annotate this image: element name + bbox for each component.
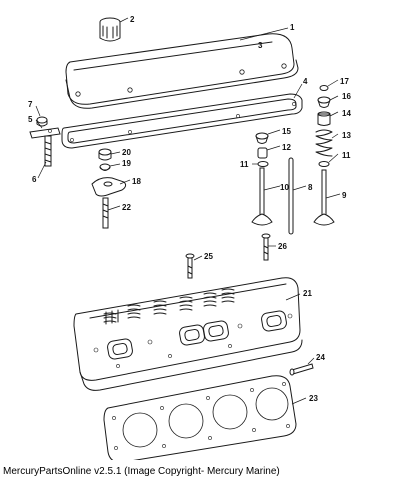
callout-11b: 11 (342, 151, 351, 160)
cap-14 (317, 111, 331, 126)
callout-9: 9 (342, 191, 347, 200)
bolt-26 (261, 233, 271, 261)
valve-10 (251, 167, 273, 226)
stud-6 (44, 135, 52, 167)
callout-22: 22 (122, 203, 131, 212)
callout-15: 15 (282, 127, 291, 136)
callout-18: 18 (132, 177, 141, 186)
copyright-caption: MercuryPartsOnline v2.5.1 (Image Copyrig… (3, 466, 280, 477)
callout-7: 7 (28, 100, 33, 109)
callout-19: 19 (122, 159, 131, 168)
callout-3: 3 (258, 41, 263, 50)
rocker-stud-22 (102, 197, 109, 229)
oil-filler-cap (99, 17, 121, 42)
callouts: 1 2 3 4 5 6 7 8 9 10 11 11 12 13 14 15 1… (28, 15, 351, 403)
bolt-25 (185, 253, 195, 279)
callout-25: 25 (204, 252, 213, 261)
shim-11b (318, 161, 330, 167)
callout-2: 2 (130, 15, 135, 24)
cylinder-head (73, 277, 303, 391)
callout-12: 12 (282, 143, 291, 152)
retainer-15 (255, 132, 269, 144)
callout-8: 8 (308, 183, 313, 192)
callout-14: 14 (342, 109, 351, 118)
callout-5: 5 (28, 115, 33, 124)
bolt-24 (289, 363, 314, 376)
pivot-ball-19 (99, 163, 111, 171)
callout-10: 10 (280, 183, 289, 192)
pushrod-8 (288, 157, 294, 235)
rocker-nut-20 (98, 148, 112, 161)
nut-7 (36, 116, 48, 127)
valve-cover (65, 33, 299, 109)
valve-cover-gasket (61, 93, 303, 149)
keeper-11a (257, 161, 269, 167)
callout-11a: 11 (240, 160, 249, 169)
installed-springs (103, 288, 235, 325)
callout-24: 24 (316, 353, 325, 362)
callout-13: 13 (342, 131, 351, 140)
callout-16: 16 (342, 92, 351, 101)
head-gasket (103, 375, 297, 460)
retainer-16 (317, 96, 331, 108)
callout-20: 20 (122, 148, 131, 157)
spring-13 (315, 129, 333, 157)
callout-17: 17 (340, 77, 349, 86)
rocker-arm-18 (91, 177, 127, 197)
seal-12 (257, 147, 268, 159)
leader-lines (35, 17, 341, 405)
bracket-5 (29, 127, 61, 139)
callout-21: 21 (303, 289, 312, 298)
callout-6: 6 (32, 175, 37, 184)
callout-4: 4 (303, 77, 308, 86)
valve-9 (313, 169, 335, 226)
parts-diagram: 1 2 3 4 5 6 7 8 9 10 11 11 12 13 14 15 1… (28, 15, 351, 460)
keeper-17 (319, 85, 329, 91)
callout-26: 26 (278, 242, 287, 251)
callout-1: 1 (290, 23, 295, 32)
callout-23: 23 (309, 394, 318, 403)
